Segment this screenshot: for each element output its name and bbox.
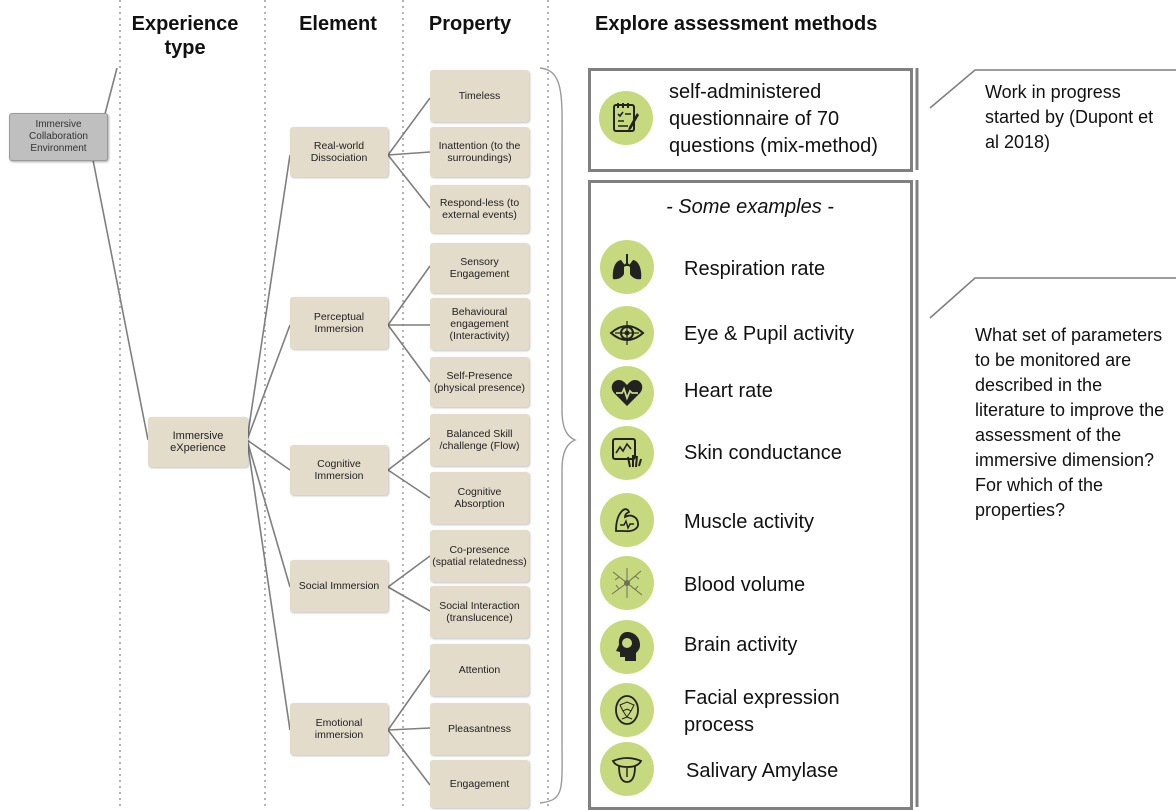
lungs-icon xyxy=(600,240,654,294)
method-label: Brain activity xyxy=(684,634,798,656)
heart-rate-icon xyxy=(600,366,654,420)
header-methods: Explore assessment methods xyxy=(595,13,878,35)
method-label: Heart rate xyxy=(684,380,773,402)
method-label: Muscle activity xyxy=(684,511,815,533)
element-cognitive-immersion: Cognitive Immersion xyxy=(290,445,388,495)
element-real-world-dissociation: Real-world Dissociation xyxy=(290,127,388,177)
property-node: Balanced Skill /challenge (Flow) xyxy=(430,414,529,466)
property-node: Respond-less (to external events) xyxy=(430,185,529,233)
header-element: Element xyxy=(299,13,377,35)
element-social-immersion: Social Immersion xyxy=(290,560,388,612)
header-property: Property xyxy=(428,13,512,35)
property-node: Pleasantness xyxy=(430,703,529,755)
face-scan-icon xyxy=(600,683,654,737)
method-label: Respiration rate xyxy=(684,258,826,280)
property-node: Self-Presence (physical presence) xyxy=(430,357,529,407)
property-node: Sensory Engagement xyxy=(430,243,529,293)
blood-vessels-icon xyxy=(600,556,654,610)
property-node: Co-presence (spatial relatedness) xyxy=(430,530,529,582)
experience-node: Immersive eXperience xyxy=(148,417,248,467)
note-work-in-progress: Work in progress started by (Dupont et a… xyxy=(985,82,1154,152)
property-node: Inattention (to the surroundings) xyxy=(430,127,529,177)
header-experience-type: Experience type xyxy=(131,13,239,59)
curly-brace xyxy=(539,67,577,804)
method-label: Blood volume xyxy=(684,574,806,596)
method-label: Facial expression process xyxy=(684,687,840,736)
examples-title: - Some examples - xyxy=(666,196,834,218)
note-research-question: What set of parameters to be monitored a… xyxy=(975,325,1165,520)
method-label: Salivary Amylase xyxy=(686,760,839,782)
root-node: Immersive Collaboration Environment xyxy=(9,113,108,161)
brain-icon xyxy=(600,620,654,674)
skin-conductance-icon xyxy=(600,426,654,480)
property-node: Behavioural engagement (Interactivity) xyxy=(430,298,529,350)
property-node: Cognitive Absorption xyxy=(430,472,529,524)
method-label: Eye & Pupil activity xyxy=(684,323,855,345)
element-perceptual-immersion: Perceptual Immersion xyxy=(290,297,388,349)
questionnaire-icon xyxy=(599,91,653,145)
eye-icon xyxy=(600,306,654,360)
element-emotional-immersion: Emotional immersion xyxy=(290,703,388,755)
method-label: Skin conductance xyxy=(684,442,842,464)
muscle-icon xyxy=(600,493,654,547)
questionnaire-box: self-administered questionnaire of 70 qu… xyxy=(588,68,913,172)
questionnaire-text: self-administered questionnaire of 70 qu… xyxy=(669,81,878,157)
property-node: Social Interaction (translucence) xyxy=(430,586,529,638)
property-node: Timeless xyxy=(430,70,529,122)
property-node: Engagement xyxy=(430,760,529,808)
tongue-icon xyxy=(600,742,654,796)
property-node: Attention xyxy=(430,644,529,696)
